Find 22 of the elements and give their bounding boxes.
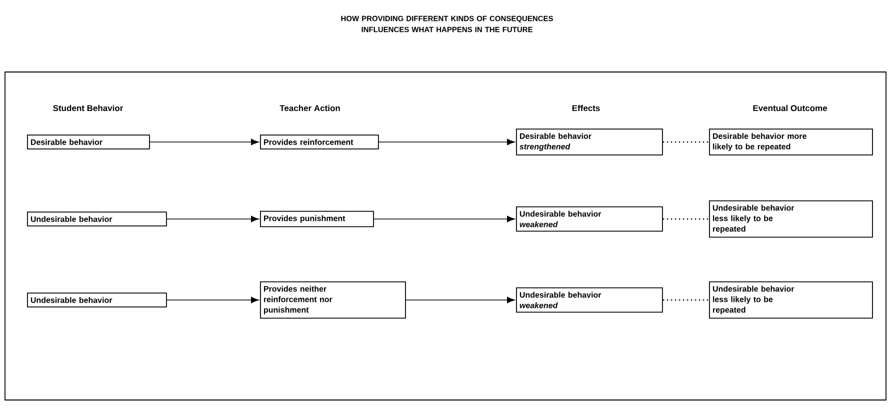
column-heading: Teacher Action <box>280 104 340 112</box>
text-box: Undesirable behavior weakened <box>516 206 663 232</box>
arrow <box>150 138 259 146</box>
text-box: Provides reinforcement <box>260 134 379 150</box>
text-box: Provides neither reinforcement nor punishment <box>260 281 406 319</box>
arrow <box>166 296 259 304</box>
arrow <box>166 216 259 222</box>
arrow <box>374 216 515 222</box>
arrow <box>406 296 515 304</box>
text-box: Undesirable behavior less likely to be repeated <box>709 281 873 319</box>
column-heading: Effects <box>572 104 600 112</box>
column-heading: Eventual Outcome <box>753 104 828 112</box>
text-box: Provides punishment <box>260 210 374 228</box>
text-box: Desirable behavior strengthened <box>516 128 663 156</box>
text-box: Undesirable behavior weakened <box>516 287 663 313</box>
text-box: Undesirable behavior <box>27 292 167 308</box>
text-box: Desirable behavior more likely to be repeated <box>709 128 873 156</box>
arrow <box>378 138 515 146</box>
text-box: Undesirable behavior less likely to be repeated <box>709 200 873 238</box>
text-box: Desirable behavior <box>27 134 150 150</box>
column-heading: Student Behavior <box>53 104 124 112</box>
text-box: Undesirable behavior <box>27 212 167 226</box>
